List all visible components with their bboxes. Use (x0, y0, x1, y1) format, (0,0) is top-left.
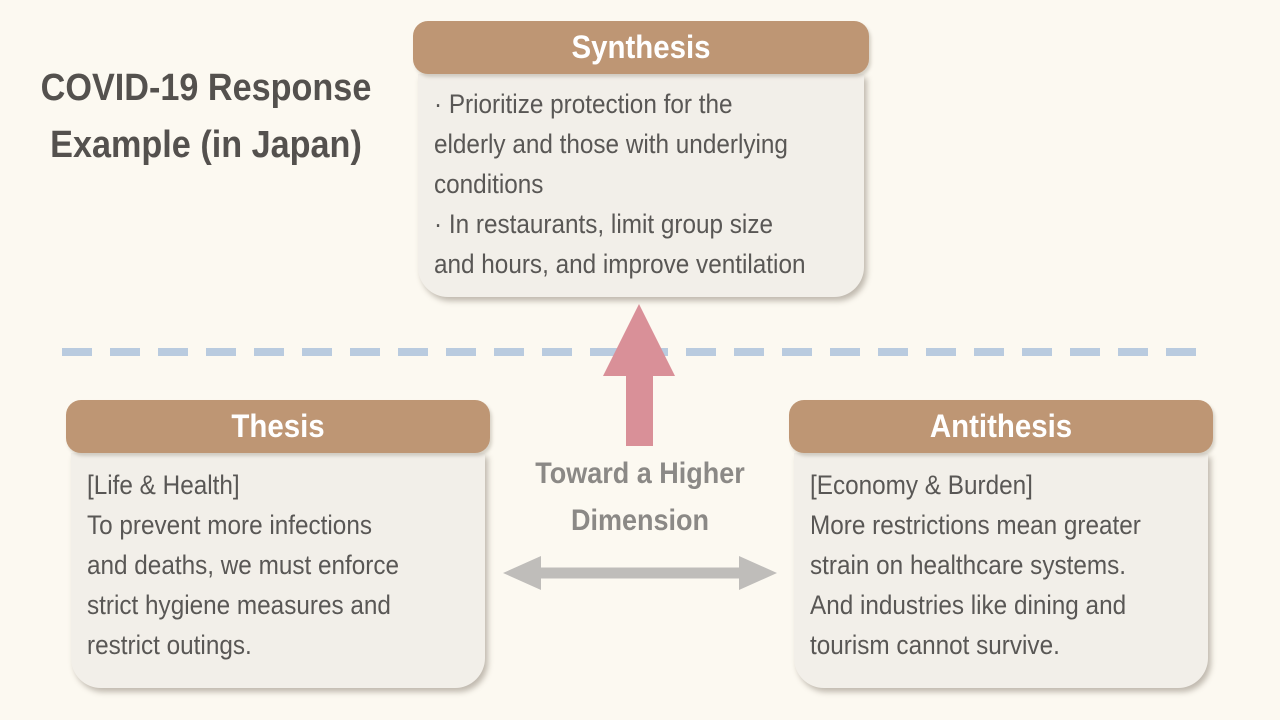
thesis-category-label: [Life & Health] (87, 470, 240, 500)
double-arrow-icon (503, 556, 777, 590)
antithesis-header: Antithesis (789, 400, 1213, 453)
antithesis-header-label: Antithesis (929, 408, 1073, 444)
slide-title-line-1: COVID-19 Response (40, 67, 372, 109)
synthesis-bullet-1: · Prioritize protection for the elderly … (434, 89, 788, 199)
slide-title: COVID-19 Response Example (in Japan) (10, 60, 402, 174)
antithesis-card: Antithesis [Economy & Burden] More restr… (789, 400, 1213, 688)
synthesis-body: · Prioritize protection for the elderly … (418, 74, 864, 297)
synthesis-header-label: Synthesis (571, 29, 711, 65)
thesis-header: Thesis (66, 400, 490, 453)
antithesis-body: [Economy & Burden] More restrictions mea… (794, 453, 1208, 688)
thesis-header-label: Thesis (231, 408, 325, 444)
synthesis-card: Synthesis · Prioritize protection for th… (413, 21, 869, 297)
thesis-body: [Life & Health] To prevent more infectio… (71, 453, 485, 688)
higher-dimension-label: Toward a Higher Dimension (535, 457, 745, 537)
up-arrow-icon (603, 304, 675, 446)
slide-title-line-2: Example (in Japan) (50, 124, 362, 166)
synthesis-header: Synthesis (413, 21, 869, 74)
antithesis-text: More restrictions mean greater strain on… (810, 510, 1141, 660)
thesis-text: To prevent more infections and deaths, w… (87, 510, 400, 660)
antithesis-category-label: [Economy & Burden] (810, 470, 1033, 500)
synthesis-bullet-2: · In restaurants, limit group size and h… (434, 209, 806, 279)
thesis-card: Thesis [Life & Health] To prevent more i… (66, 400, 490, 688)
